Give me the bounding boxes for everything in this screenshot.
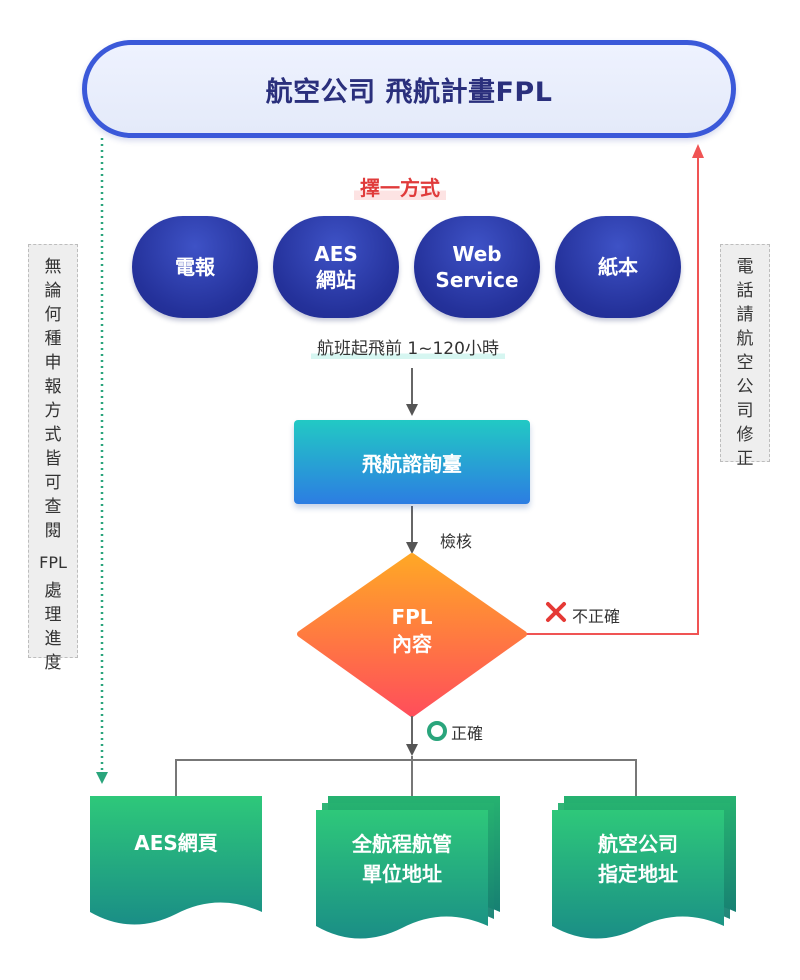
vertical-char: 查 xyxy=(44,497,62,517)
method-web-line1: Web xyxy=(452,242,502,266)
method-telegram: 電報 xyxy=(132,216,258,318)
method-paper-line1: 紙本 xyxy=(598,255,638,279)
vertical-char: 閱 xyxy=(44,521,62,541)
vertical-char: 可 xyxy=(44,473,62,493)
decision-line1: FPL xyxy=(391,605,433,629)
flight-window-label: 航班起飛前 1~120小時 xyxy=(300,334,516,359)
vertical-char: 電 xyxy=(736,257,754,277)
correct-circle-icon xyxy=(427,721,447,741)
choose-one-label: 擇一方式 xyxy=(0,172,800,201)
output-doc-atc-shape xyxy=(316,810,488,939)
incorrect-label: 不正確 xyxy=(572,607,621,626)
right-note-chars: 電話請航空公司修正 xyxy=(737,255,754,471)
flight-info-center-text: 飛航諮詢臺 xyxy=(362,451,462,476)
vertical-char: 皆 xyxy=(44,449,62,469)
arrowhead-correct xyxy=(406,744,418,756)
incorrect-return-connector xyxy=(524,156,699,635)
vertical-char: 正 xyxy=(736,449,754,469)
output-atc-address: 全航程航管 單位地址 xyxy=(316,829,488,889)
method-web-line2: Service xyxy=(435,268,519,292)
vertical-char: 處 xyxy=(44,581,62,601)
vertical-char: 無 xyxy=(44,257,62,277)
vertical-char: 公 xyxy=(736,377,754,397)
vertical-char: 種 xyxy=(44,329,62,349)
method-aes-line2: 網站 xyxy=(315,268,356,292)
vertical-char: 式 xyxy=(44,425,62,445)
vertical-char: 航 xyxy=(736,329,754,349)
vertical-char: 空 xyxy=(736,353,754,373)
check-label: 檢核 xyxy=(440,532,473,551)
vertical-char: 請 xyxy=(736,305,754,325)
method-web-service: Web Service xyxy=(414,216,540,318)
page-title: 航空公司 飛航計畫FPL xyxy=(265,76,553,108)
left-dotted-arrowhead xyxy=(96,772,108,784)
choose-one-text: 擇一方式 xyxy=(354,176,446,200)
method-telegram-line1: 電報 xyxy=(175,255,215,279)
output-aes-webpage: AES網頁 xyxy=(90,828,262,858)
vertical-char: 司 xyxy=(736,401,754,421)
vertical-char: 何 xyxy=(44,305,62,325)
output-aes-line1: AES網頁 xyxy=(134,831,218,855)
title-banner: 航空公司 飛航計畫FPL xyxy=(82,40,736,138)
left-side-note: 無論何種申報方式皆可查閱 FPL 處理進度 xyxy=(28,244,78,673)
left-note-fpl: FPL xyxy=(39,553,67,572)
correct-label: 正確 xyxy=(451,724,484,743)
incorrect-x-icon xyxy=(546,602,566,622)
flight-info-center-box: 飛航諮詢臺 xyxy=(294,420,530,504)
vertical-char: 報 xyxy=(44,377,62,397)
left-note-chars-2: 處理進度 xyxy=(45,579,62,675)
vertical-char: 理 xyxy=(44,605,62,625)
arrowhead-center-box xyxy=(406,404,418,416)
output-airline-line1: 航空公司 xyxy=(598,832,678,856)
vertical-char: 論 xyxy=(44,281,62,301)
incorrect-return-arrowhead xyxy=(692,144,704,158)
output-airline-line2: 指定地址 xyxy=(598,862,678,886)
method-aes-website: AES 網站 xyxy=(273,216,399,318)
vertical-char: 修 xyxy=(736,425,754,445)
output-doc-airline-shape xyxy=(552,810,724,939)
method-paper: 紙本 xyxy=(555,216,681,318)
output-atc-line2: 單位地址 xyxy=(362,862,442,886)
right-side-note: 電話請航空公司修正 xyxy=(720,244,770,469)
decision-text: FPL 內容 xyxy=(340,604,484,658)
method-aes-line1: AES xyxy=(314,242,358,266)
vertical-char: 申 xyxy=(44,353,62,373)
output-atc-line1: 全航程航管 xyxy=(352,832,452,856)
vertical-char: 度 xyxy=(44,653,62,673)
flight-window-text: 航班起飛前 1~120小時 xyxy=(311,339,505,359)
fpl-decision-diamond xyxy=(297,553,527,717)
vertical-char: 方 xyxy=(44,401,62,421)
output-airline-address: 航空公司 指定地址 xyxy=(552,829,724,889)
decision-line2: 內容 xyxy=(392,632,432,656)
left-note-chars: 無論何種申報方式皆可查閱 xyxy=(45,255,62,543)
vertical-char: 進 xyxy=(44,629,62,649)
vertical-char: 話 xyxy=(736,281,754,301)
output-doc-aes-shape xyxy=(90,796,262,925)
output-branch-lines xyxy=(175,759,637,796)
arrowhead-decision xyxy=(406,542,418,554)
